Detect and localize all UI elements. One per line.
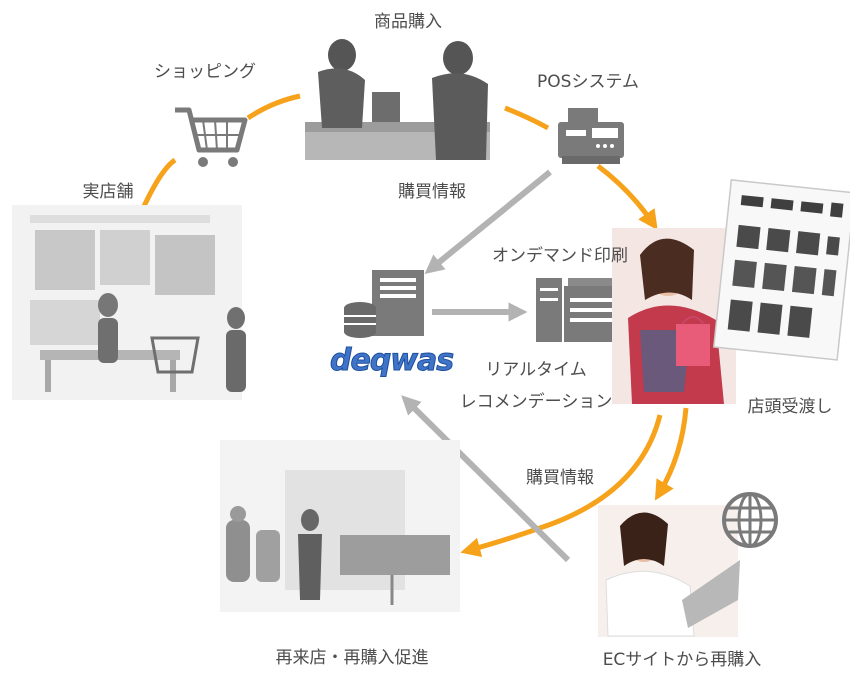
boutique-store-image [220,440,460,612]
label-physical-store: 実店舗 [82,182,134,202]
shopping-cart-icon [175,107,248,167]
orange-arrow-pickup-to-ec [654,407,689,501]
label-purchase-info-top: 購買情報 [398,182,466,202]
label-purchase: 商品購入 [374,12,442,32]
orange-arrow-pickup-to-revisit [460,414,663,558]
label-realtime: リアルタイム [485,360,587,380]
label-store-pickup: 店頭受渡し [747,397,833,417]
label-recommendation: レコメンデーション [459,392,613,412]
customer-with-bag-image [612,228,736,404]
orange-arc-purchase-to-pos [504,105,550,131]
label-revisit-promotion: 再来店・再購入促進 [275,648,429,668]
server-database-icon [344,270,424,338]
label-on-demand-print: オンデマンド印刷 [492,246,628,266]
gray-arrow-pos-to-server [424,169,552,275]
orange-arrow-pos-to-pickup [596,164,658,231]
deqwas-logo: deqwas [330,343,453,378]
printed-catalog-image [712,179,850,361]
checkout-purchase-image [305,39,490,160]
label-ec-repurchase: ECサイトから再購入 [602,650,762,670]
gray-arrow-ec-to-server [401,395,571,563]
customer-with-laptop-image [598,505,740,637]
orange-arc-cart-to-purchase [246,93,301,121]
globe-icon [722,492,778,548]
retail-store-image [12,205,246,400]
pos-register-icon [558,108,624,164]
label-pos-system: POSシステム [537,72,639,92]
label-shopping: ショッピング [154,62,256,82]
printer-icon [536,278,622,342]
label-purchase-info-mid: 購買情報 [526,468,594,488]
